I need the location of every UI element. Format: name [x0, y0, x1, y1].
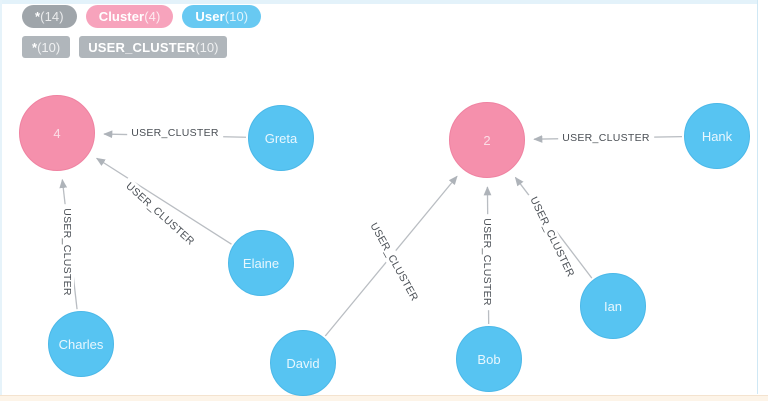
legend-chip-count: (10) — [195, 39, 219, 55]
graph-node-label: 4 — [53, 125, 61, 141]
legend-chip-name: * — [35, 9, 41, 24]
graph-node-david[interactable]: David — [270, 330, 336, 396]
legend-chip-count: (14) — [40, 9, 64, 24]
legend-chip-[interactable]: *(10) — [22, 36, 71, 58]
legend-chip-name: User — [195, 9, 225, 24]
graph-node-label: Charles — [58, 336, 104, 352]
legend-chip-user[interactable]: User(10) — [182, 5, 262, 28]
legend-chip-name: * — [32, 39, 38, 55]
legend-chip-count: (10) — [224, 9, 249, 24]
graph-node-label: Greta — [264, 130, 298, 146]
legend-chip-count: (10) — [37, 39, 61, 55]
graph-edge-label-e-bob: USER_CLUSTER — [480, 214, 494, 310]
legend-chip-name: USER_CLUSTER — [88, 39, 196, 55]
graph-node-greta[interactable]: Greta — [248, 105, 314, 171]
graph-node-label: Hank — [701, 128, 733, 144]
legend-chip-cluster[interactable]: Cluster(4) — [85, 5, 174, 28]
graph-node-cluster4[interactable]: 4 — [19, 95, 95, 171]
graph-node-label: David — [286, 355, 320, 371]
graph-node-cluster2[interactable]: 2 — [449, 102, 525, 178]
graph-node-elaine[interactable]: Elaine — [228, 230, 294, 296]
legend-chip-user-cluster[interactable]: USER_CLUSTER(10) — [79, 36, 228, 58]
graph-node-hank[interactable]: Hank — [684, 103, 750, 169]
graph-node-label: Bob — [477, 351, 501, 367]
graph-edge-label-e-hank: USER_CLUSTER — [558, 131, 654, 145]
graph-node-label: 2 — [483, 132, 491, 148]
legend-node-labels-row: *(14) Cluster(4) User(10) — [22, 5, 262, 28]
legend-relationship-types-row: *(10)USER_CLUSTER(10) — [22, 36, 261, 58]
graph-node-label: Ian — [603, 298, 623, 314]
graph-edge-label-e-greta: USER_CLUSTER — [127, 126, 223, 140]
graph-edge-label-e-charles: USER_CLUSTER — [60, 204, 74, 300]
legend-chip-count: (4) — [144, 9, 161, 24]
legend-chip-name: Cluster — [98, 9, 145, 24]
graph-node-label: Elaine — [242, 255, 280, 271]
graph-node-bob[interactable]: Bob — [456, 326, 522, 392]
graph-node-charles[interactable]: Charles — [48, 311, 114, 377]
legend: *(14)Cluster(4)User(10) *(10)USER_CLUSTE… — [22, 5, 262, 66]
legend-chip-[interactable]: *(14) — [22, 5, 77, 28]
graph-node-ian[interactable]: Ian — [580, 273, 646, 339]
graph-edge-e-elaine[interactable] — [95, 157, 232, 245]
